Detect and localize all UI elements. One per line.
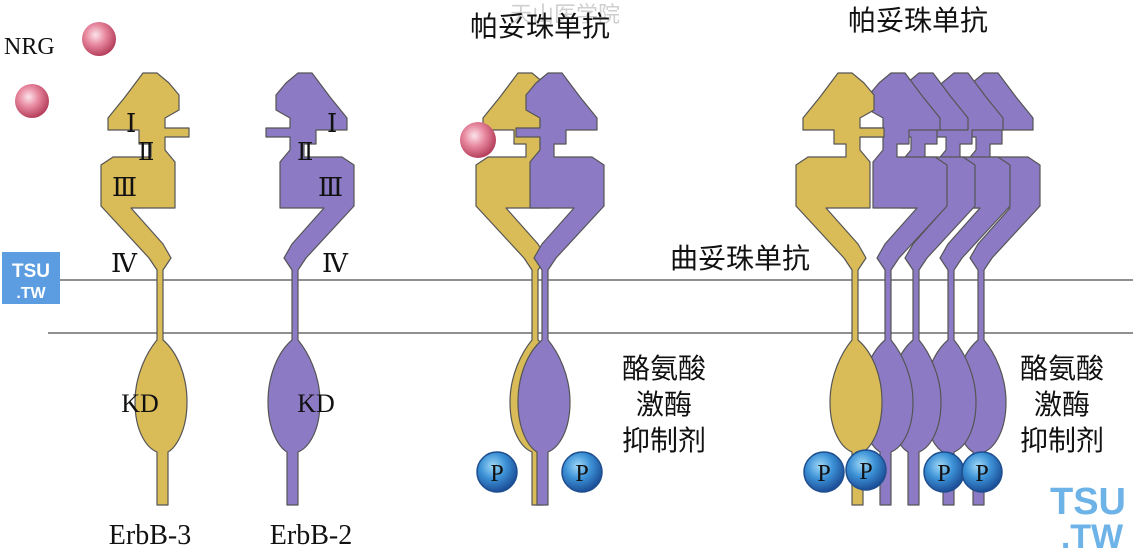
nrg-ligand	[82, 22, 116, 56]
domain-i-label: Ⅰ	[126, 109, 136, 138]
tki-label-line: 激酶	[636, 388, 692, 421]
domain-iii-label: Ⅲ	[318, 173, 343, 202]
phospho-group: P	[561, 451, 603, 493]
domain-i-label: Ⅰ	[327, 109, 337, 138]
pertuzumab-label: 帕妥珠单抗	[848, 4, 988, 37]
phospho-group: P	[923, 451, 965, 493]
kd-label: KD	[297, 389, 335, 418]
logo-left-line1: TSU	[12, 261, 50, 282]
erbb3-name: ErbB-3	[109, 520, 191, 551]
watermark-text: 天山医学院	[510, 3, 620, 28]
trastuzumab-label: 曲妥珠单抗	[670, 242, 810, 275]
phospho-label: P	[817, 461, 830, 487]
erbb3-erbb2-heterodimer	[460, 72, 605, 506]
phospho-label: P	[490, 461, 503, 487]
tki-label-line: 抑制剂	[1020, 424, 1104, 457]
erbb2-receptor: Ⅰ Ⅱ Ⅲ Ⅳ KD	[265, 72, 355, 506]
domain-ii-label: Ⅱ	[297, 140, 313, 166]
tki-label-line: 抑制剂	[622, 424, 706, 457]
phospho-group: P	[961, 451, 1003, 493]
phospho-label: P	[859, 459, 872, 485]
kd-label: KD	[121, 389, 159, 418]
tki-label-line: 酪氨酸	[1020, 352, 1104, 385]
tsu-logo-left: TSU .TW	[2, 252, 60, 304]
nrg-ligand	[15, 84, 49, 118]
domain-iv-label: Ⅳ	[111, 249, 138, 278]
logo-right-line2: .TW	[1061, 518, 1124, 555]
receptor-cluster	[795, 72, 1041, 506]
tki-label-line: 酪氨酸	[622, 352, 706, 385]
phospho-label: P	[975, 461, 988, 487]
domain-ii-label: Ⅱ	[138, 140, 154, 166]
nrg-ligand	[460, 122, 496, 158]
domain-iv-label: Ⅳ	[322, 249, 349, 278]
logo-left-line2: .TW	[16, 285, 46, 302]
phospho-group: P	[803, 451, 845, 493]
erbb3-receptor: Ⅰ Ⅱ Ⅲ Ⅳ KD	[100, 72, 190, 506]
erbb2-name: ErbB-2	[270, 520, 352, 551]
phospho-label: P	[575, 461, 588, 487]
phospho-group: P	[845, 449, 887, 491]
tki-label-line: 激酶	[1034, 388, 1090, 421]
phospho-group: P	[476, 451, 518, 493]
domain-iii-label: Ⅲ	[112, 173, 137, 202]
nrg-label: NRG	[4, 34, 55, 60]
logo-right-line1: TSU	[1050, 481, 1126, 523]
phospho-label: P	[937, 461, 950, 487]
pertuzumab-label: 帕妥珠单抗	[470, 10, 610, 43]
tsu-logo-right: TSU .TW	[1050, 481, 1126, 555]
